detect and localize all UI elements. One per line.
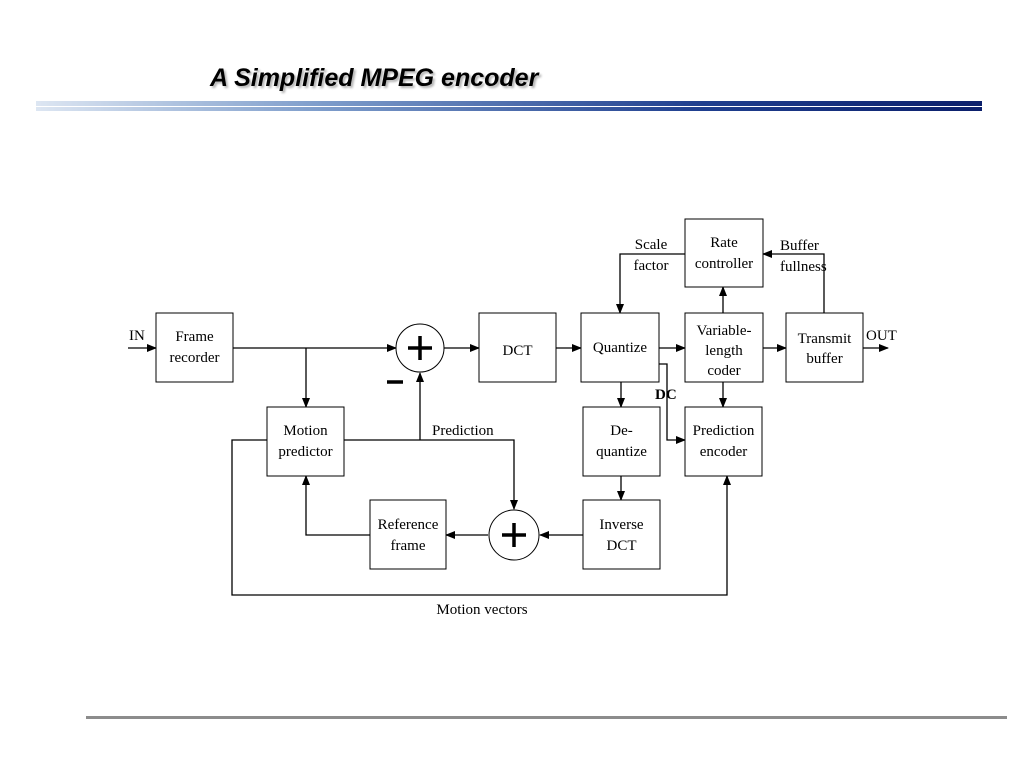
prediction-encoder-label-2: encoder xyxy=(700,444,747,460)
inverse-dct-label-1: Inverse xyxy=(599,517,643,533)
dequantize-block: De- quantize xyxy=(582,406,661,477)
inverse-dct-label-2: DCT xyxy=(607,538,637,554)
frame-recorder-block: Frame recorder xyxy=(155,312,234,383)
buffer-fullness-arrow xyxy=(762,250,825,313)
dc-label: DC xyxy=(655,387,677,403)
vlc-label-1: Variable- xyxy=(697,323,752,339)
inverse-dct-block: Inverse DCT xyxy=(582,499,661,570)
summing-junction-input xyxy=(395,323,445,373)
title-rule xyxy=(36,101,982,111)
summing-junction-reconstruction xyxy=(488,509,540,561)
dct-block: DCT xyxy=(478,312,557,383)
frame-recorder-label-1: Frame xyxy=(175,329,214,345)
reference-frame-block: Reference frame xyxy=(369,499,447,570)
transmit-buffer-label-1: Transmit xyxy=(798,331,852,347)
prediction-encoder-block: Prediction encoder xyxy=(684,406,763,477)
frame-recorder-label-2: recorder xyxy=(170,350,220,366)
motion-predictor-block: Motion predictor xyxy=(266,406,345,477)
motion-vectors-arrow xyxy=(231,439,731,596)
dct-label: DCT xyxy=(503,343,533,359)
rate-controller-label-1: Rate xyxy=(710,235,738,251)
scale-factor-arrow xyxy=(616,253,685,314)
reference-frame-label-1: Reference xyxy=(378,517,439,533)
reference-to-motion-arrow xyxy=(302,475,370,536)
scale-factor-label-2: factor xyxy=(634,258,669,274)
dequantize-label-1: De- xyxy=(610,423,633,439)
buffer-fullness-label-2: fullness xyxy=(780,259,827,275)
quantize-block: Quantize xyxy=(580,312,660,383)
buffer-fullness-label-1: Buffer xyxy=(780,238,819,254)
prediction-encoder-label-1: Prediction xyxy=(693,423,755,439)
rate-controller-block: Rate controller xyxy=(684,218,764,288)
motion-vectors-label: Motion vectors xyxy=(436,602,527,618)
rate-controller-label-2: controller xyxy=(695,256,753,272)
transmit-buffer-label-2: buffer xyxy=(806,351,842,367)
footer-rule xyxy=(86,716,1007,719)
out-label: OUT xyxy=(866,328,897,344)
vlc-label-2: length xyxy=(705,343,743,359)
motion-predictor-label-1: Motion xyxy=(283,423,328,439)
motion-predictor-label-2: predictor xyxy=(278,444,332,460)
vlc-label-3: coder xyxy=(707,363,740,379)
dequantize-label-2: quantize xyxy=(596,444,647,460)
dc-arrow xyxy=(659,363,686,444)
connections xyxy=(128,250,889,596)
prediction-to-sum2-arrow xyxy=(344,439,518,510)
quantize-label: Quantize xyxy=(593,340,647,356)
prediction-label: Prediction xyxy=(432,423,494,439)
in-label: IN xyxy=(129,328,145,344)
reference-frame-label-2: frame xyxy=(391,538,426,554)
variable-length-coder-block: Variable- length coder xyxy=(684,312,764,383)
scale-factor-label-1: Scale xyxy=(635,237,668,253)
transmit-buffer-block: Transmit buffer xyxy=(785,312,864,383)
slide-title: A Simplified MPEG encoder xyxy=(210,64,539,92)
